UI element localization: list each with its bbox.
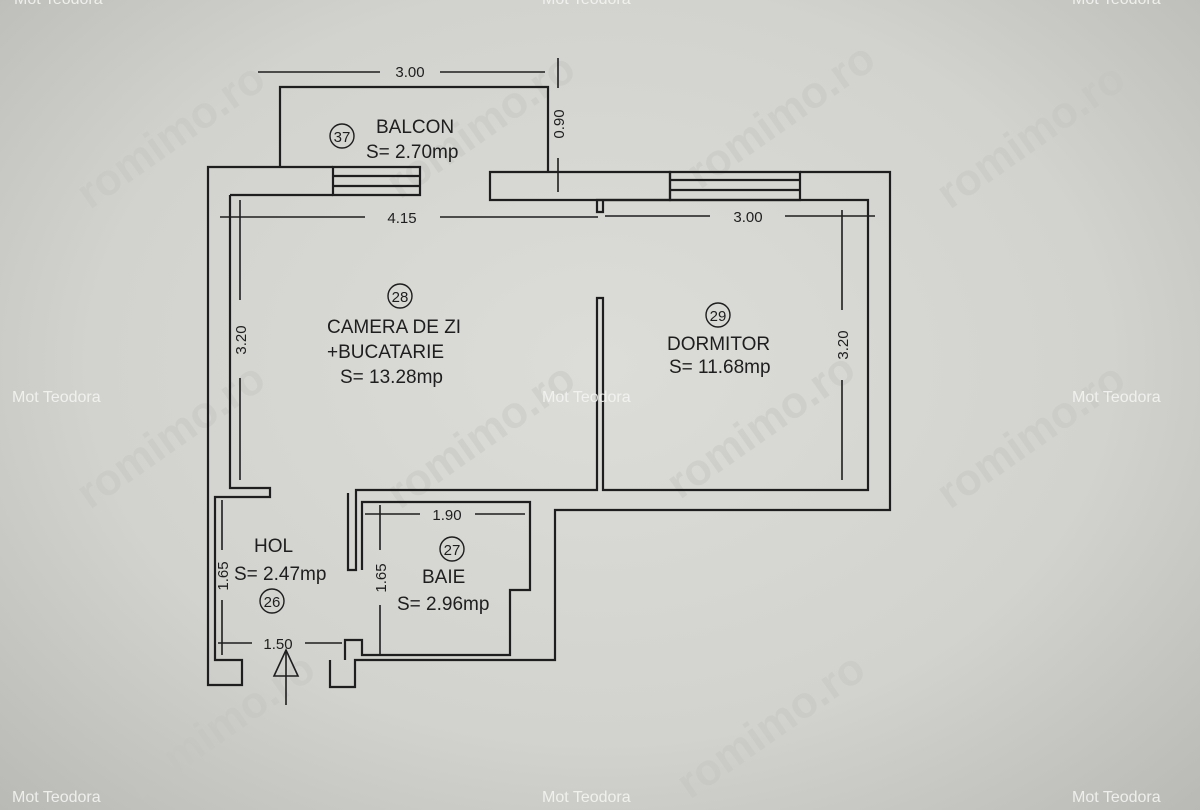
author-watermark: Mot Teodora: [542, 0, 631, 9]
room-name: HOL: [254, 536, 293, 557]
room-dormitor: 29 DORMITOR S= 11.68mp: [667, 302, 771, 378]
entrance-arrow-icon: [272, 648, 300, 705]
room-area: S= 2.96mp: [397, 594, 489, 615]
dim-living-height: 3.20: [233, 325, 250, 354]
author-watermark: Mot Teodora: [542, 789, 631, 806]
room-number: 37: [334, 129, 351, 146]
room-name: DORMITOR: [667, 334, 770, 355]
room-area: S= 2.47mp: [234, 564, 326, 585]
room-hol: 26 HOL S= 2.47mp: [234, 536, 326, 614]
dim-hall-height: 1.65: [215, 561, 232, 590]
author-watermark: Mot Teodora: [542, 389, 631, 406]
room-name: BALCON: [376, 117, 454, 138]
room-number: 29: [710, 308, 727, 325]
room-camera-de-zi: 28 CAMERA DE ZI +BUCATARIE S= 13.28mp: [327, 283, 461, 388]
author-watermark: Mot Teodora: [1072, 0, 1161, 9]
author-watermark: Mot Teodora: [1072, 789, 1161, 806]
dim-hall-width: 1.50: [263, 636, 292, 653]
site-watermark: romimo.ro: [68, 353, 274, 518]
author-watermark: Mot Teodora: [12, 789, 101, 806]
site-watermark: romimo.ro: [678, 33, 884, 198]
dim-living-width: 4.15: [387, 210, 416, 227]
dim-bedroom-width: 3.00: [733, 209, 762, 226]
room-baie: 27 BAIE S= 2.96mp: [397, 536, 489, 615]
author-watermark: Mot Teodora: [12, 389, 101, 406]
room-area: S= 13.28mp: [340, 367, 443, 388]
room-number: 27: [444, 542, 461, 559]
site-watermark: romimo.ro: [118, 643, 324, 808]
dim-balcony-depth: 0.90: [551, 109, 568, 138]
room-area: S= 11.68mp: [669, 357, 771, 378]
author-watermark: Mot Teodora: [14, 0, 103, 9]
walls: [206, 85, 892, 689]
site-watermark: romimo.ro: [668, 643, 874, 808]
dim-bedroom-height: 3.20: [835, 330, 852, 359]
room-name: CAMERA DE ZI: [327, 317, 461, 338]
dim-balcony-width: 3.00: [395, 64, 424, 81]
author-watermark: Mot Teodora: [1072, 389, 1161, 406]
site-watermark: romimo.ro: [928, 353, 1134, 518]
dim-bath-width: 1.90: [432, 507, 461, 524]
site-watermark: romimo.ro: [68, 53, 274, 218]
dimension-lines: [218, 58, 875, 655]
room-number: 26: [264, 594, 281, 611]
room-name: BAIE: [422, 567, 465, 588]
site-watermarks: romimo.ro romimo.ro romimo.ro romimo.ro …: [68, 33, 1134, 808]
room-name-line2: +BUCATARIE: [327, 342, 444, 363]
dim-bath-height: 1.65: [373, 563, 390, 592]
room-number: 28: [392, 289, 409, 306]
room-balcon: 37 BALCON S= 2.70mp: [329, 117, 458, 163]
room-area: S= 2.70mp: [366, 142, 458, 163]
site-watermark: romimo.ro: [928, 53, 1134, 218]
